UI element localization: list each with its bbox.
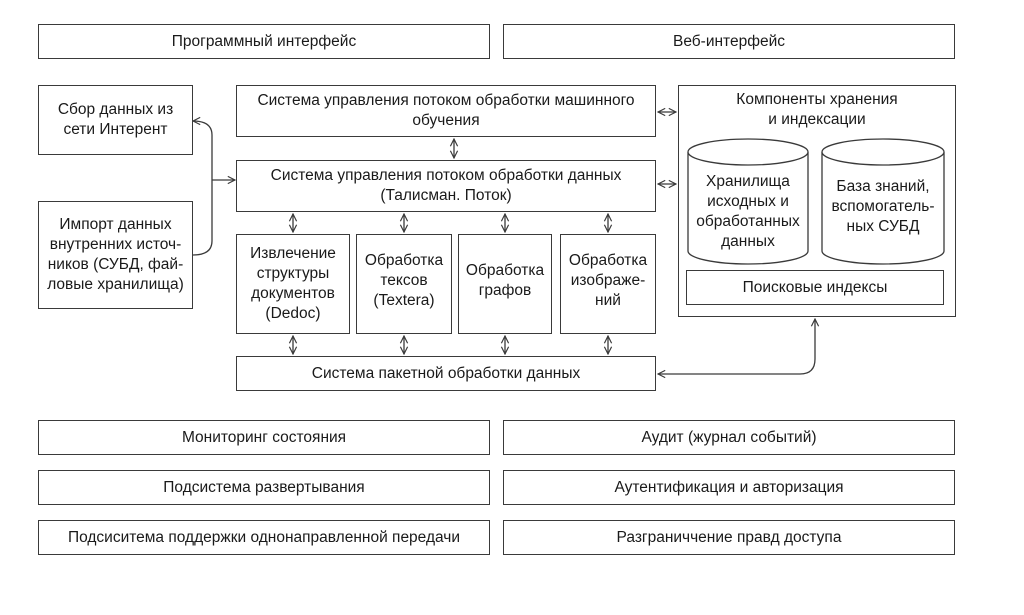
search-indexes-label: Поисковые индексы [742, 278, 888, 296]
image-processing-module: Обработка изображе- ний [560, 234, 656, 334]
internal-import-label: Импорт данных внутренних источ- ников (С… [47, 216, 184, 293]
internal-import-box: Импорт данных внутренних источ- ников (С… [38, 201, 193, 309]
audit-label: Аудит (журнал событий) [641, 428, 817, 446]
web-collection-label: Сбор данных из сети Интерент [57, 101, 174, 138]
one-way-transfer-box: Подсиситема поддержки однонаправленной п… [38, 520, 490, 555]
auth-box: Аутентификация и авторизация [503, 470, 955, 505]
doc-structure-label: Извлечение структуры документов (Dedoc) [250, 245, 336, 322]
batch-processing-box: Система пакетной обработки данных [236, 356, 656, 391]
access-control-box: Разграниччение правд доступа [503, 520, 955, 555]
import-source-link [192, 180, 213, 256]
one-way-transfer-label: Подсиситема поддержки однонаправленной п… [67, 528, 461, 546]
data-workflow-label: Система управления потоком обработки дан… [270, 167, 622, 204]
search-indexes-box: Поисковые индексы [686, 270, 944, 305]
graph-processing-label: Обработка графов [465, 262, 545, 299]
deployment-label: Подсистема развертывания [163, 478, 365, 496]
access-control-label: Разграниччение правд доступа [616, 528, 842, 546]
audit-box: Аудит (журнал событий) [503, 420, 955, 455]
batch-storage-link-arrow [658, 319, 815, 374]
storage-components-title: Компоненты хранения и индексации [736, 91, 898, 128]
web-collection-box: Сбор данных из сети Интерент [38, 85, 193, 155]
web-interface-box: Веб-интерфейс [503, 24, 955, 59]
data-workflow-box: Система управления потоком обработки дан… [236, 160, 656, 212]
ml-workflow-label: Система управления потоком обработки маш… [257, 92, 635, 129]
image-processing-label: Обработка изображе- ний [568, 252, 648, 309]
monitoring-label: Мониторинг состояния [181, 428, 347, 446]
ml-workflow-box: Система управления потоком обработки маш… [236, 85, 656, 137]
programmatic-interface-box: Программный интерфейс [38, 24, 490, 59]
batch-processing-label: Система пакетной обработки данных [311, 364, 581, 382]
deployment-box: Подсистема развертывания [38, 470, 490, 505]
raw-storage-label: Хранилища исходных и обработанных данных [696, 173, 800, 250]
text-processing-module: Обработка тексов (Textera) [356, 234, 452, 334]
programmatic-interface-label: Программный интерфейс [171, 32, 357, 50]
graph-processing-module: Обработка графов [458, 234, 552, 334]
monitoring-box: Мониторинг состояния [38, 420, 490, 455]
knowledge-base-label: База знаний, вспомогатель- ных СУБД [831, 178, 935, 235]
web-interface-label: Веб-интерфейс [673, 32, 785, 50]
web-source-link [193, 121, 213, 180]
doc-structure-module: Извлечение структуры документов (Dedoc) [236, 234, 350, 334]
auth-label: Аутентификация и авторизация [614, 478, 844, 496]
text-processing-label: Обработка тексов (Textera) [364, 252, 444, 309]
